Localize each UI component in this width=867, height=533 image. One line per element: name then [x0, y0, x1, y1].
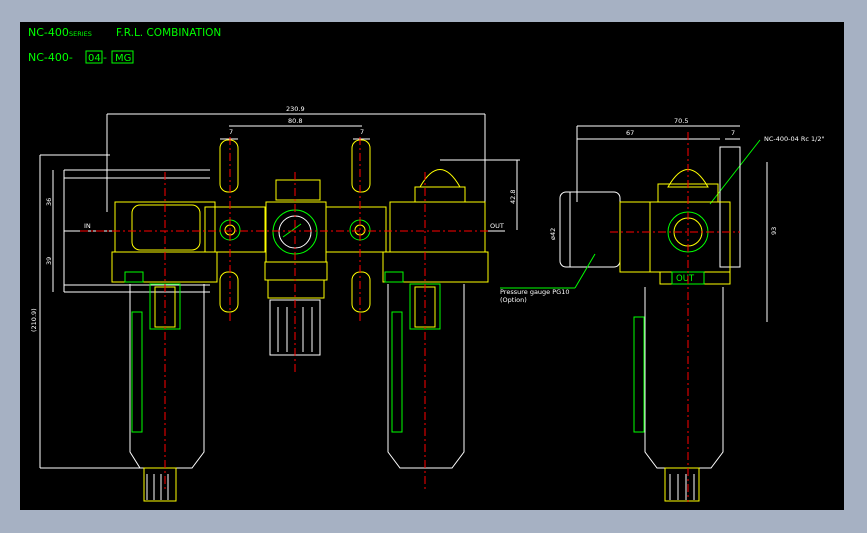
side-height-label: 93: [770, 227, 778, 235]
model-option-box: [111, 50, 134, 64]
bracket-right-label: 7: [360, 128, 364, 136]
gauge-diameter-label: ø42: [549, 228, 557, 240]
front-view: 230.9 80.8 7 7 (210.9) 36 39 42.8 IN OUT: [30, 105, 520, 502]
cad-viewport[interactable]: NC-400 SERIES F.R.L. COMBINATION NC-400-…: [20, 22, 844, 510]
in-port-label: IN: [84, 222, 91, 230]
bracket-left-label: 7: [229, 128, 233, 136]
series-suffix: SERIES: [69, 30, 92, 38]
side-bracket-label: 7: [731, 129, 735, 137]
overall-width-label: 230.9: [286, 105, 305, 113]
center-spacing-label: 80.8: [288, 117, 302, 125]
total-height-label: (210.9): [30, 308, 38, 332]
model-port-code: 04: [88, 53, 101, 64]
regulator-unit: [204, 139, 387, 356]
model-code-prefix: NC-400-: [28, 51, 73, 64]
drawing-canvas: NC-400 SERIES F.R.L. COMBINATION NC-400-…: [28, 26, 824, 502]
top-height-label: 42.8: [509, 190, 517, 204]
series-description: F.R.L. COMBINATION: [116, 27, 221, 39]
bracket-callout-label: NC-400-04 Rc 1/2": [764, 135, 824, 143]
model-option-code: MG: [115, 53, 131, 64]
lubricator-unit: [382, 169, 489, 469]
model-code-separator: -: [103, 51, 107, 64]
side-width-label: 70.5: [674, 117, 688, 125]
side-depth-label: 67: [626, 129, 634, 137]
series-name: NC-400: [28, 26, 69, 39]
upper-height-label: 36: [45, 198, 53, 206]
gauge-callout-line2: (Option): [500, 296, 527, 304]
pressure-gauge-outline: [559, 191, 621, 268]
out-badge-label: OUT: [676, 274, 695, 284]
gauge-callout-line1: Pressure gauge PG10: [500, 288, 569, 296]
model-port-box: [85, 50, 103, 64]
lower-height-label: 39: [45, 257, 53, 265]
side-view: 70.5 67 7 93 ø42 Pressure gauge PG10 (Op…: [500, 117, 824, 502]
out-port-label: OUT: [490, 222, 504, 230]
